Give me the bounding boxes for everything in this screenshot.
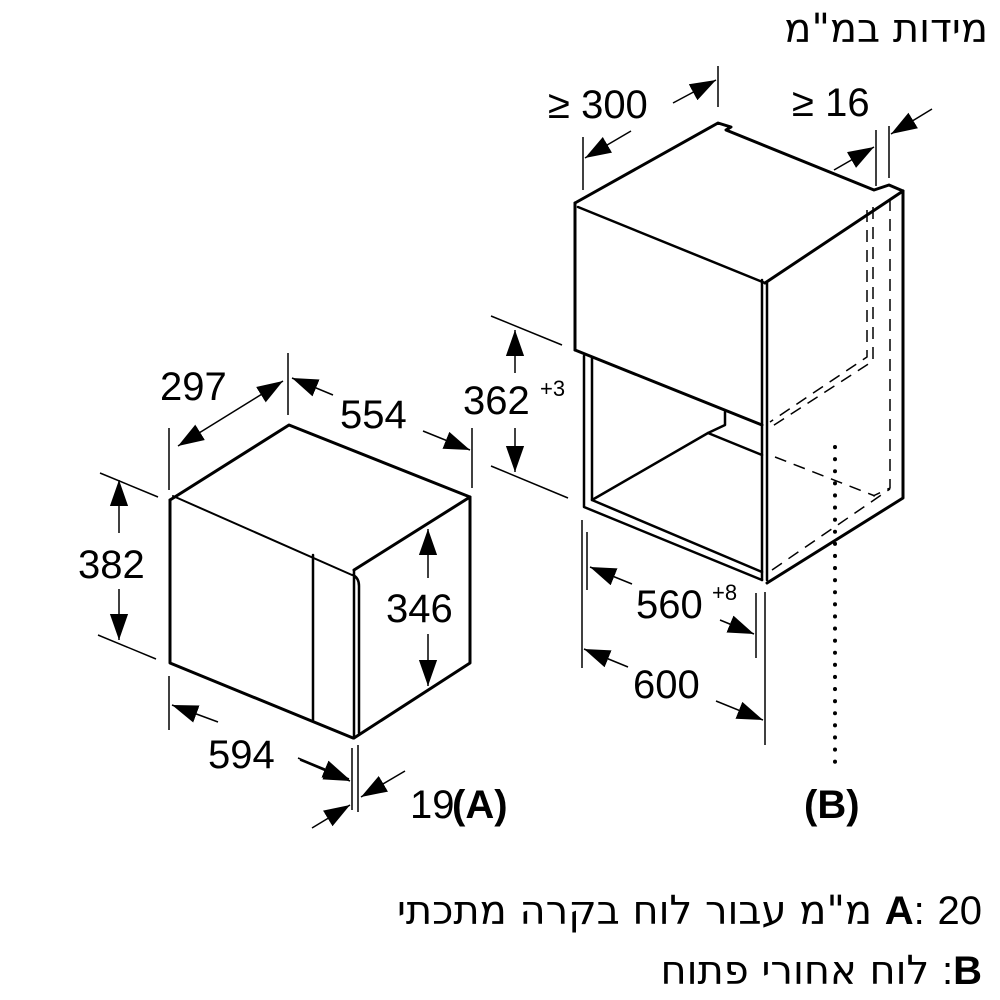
legend-text-b: לוח אחורי פתוח: [660, 948, 930, 994]
legend-value-a: 20: [937, 889, 983, 933]
legend-key-a: A: [884, 889, 914, 933]
cabinet-drawing: [573, 121, 905, 585]
legend-text-a: מ"מ עבור לוח בקרה מתכתי: [396, 888, 873, 934]
cabinet-hidden-lines: [769, 199, 891, 571]
dim-362-tolerance: +3: [540, 376, 565, 401]
dim-346: 346: [386, 587, 453, 631]
dim-600: 600: [633, 663, 700, 707]
appliance-dimension-lines: [97, 353, 473, 829]
label-b: (B): [804, 783, 860, 827]
legend-item-b: B: לוח אחורי פתוח: [660, 948, 982, 994]
dim-362: 362: [463, 379, 530, 423]
dim-min-300: ≥ 300: [548, 83, 648, 127]
appliance-drawing: [168, 423, 472, 740]
legend-item-a: A: 20 מ"מ עבור לוח בקרה מתכתי: [396, 888, 983, 934]
dim-min-16: ≥ 16: [792, 81, 870, 125]
dim-560-tolerance: +8: [712, 580, 737, 605]
legend-key-b: B: [953, 949, 982, 993]
dim-382: 382: [78, 543, 145, 587]
dim-594: 594: [208, 733, 275, 777]
label-a: (A): [452, 783, 508, 827]
dim-19: 19: [410, 783, 455, 827]
dim-560: 560: [636, 583, 703, 627]
units-title: מידות במ"מ: [784, 6, 988, 52]
dim-297: 297: [160, 365, 227, 409]
cabinet-dimension-lines: [490, 66, 933, 745]
dim-554: 554: [340, 393, 407, 437]
